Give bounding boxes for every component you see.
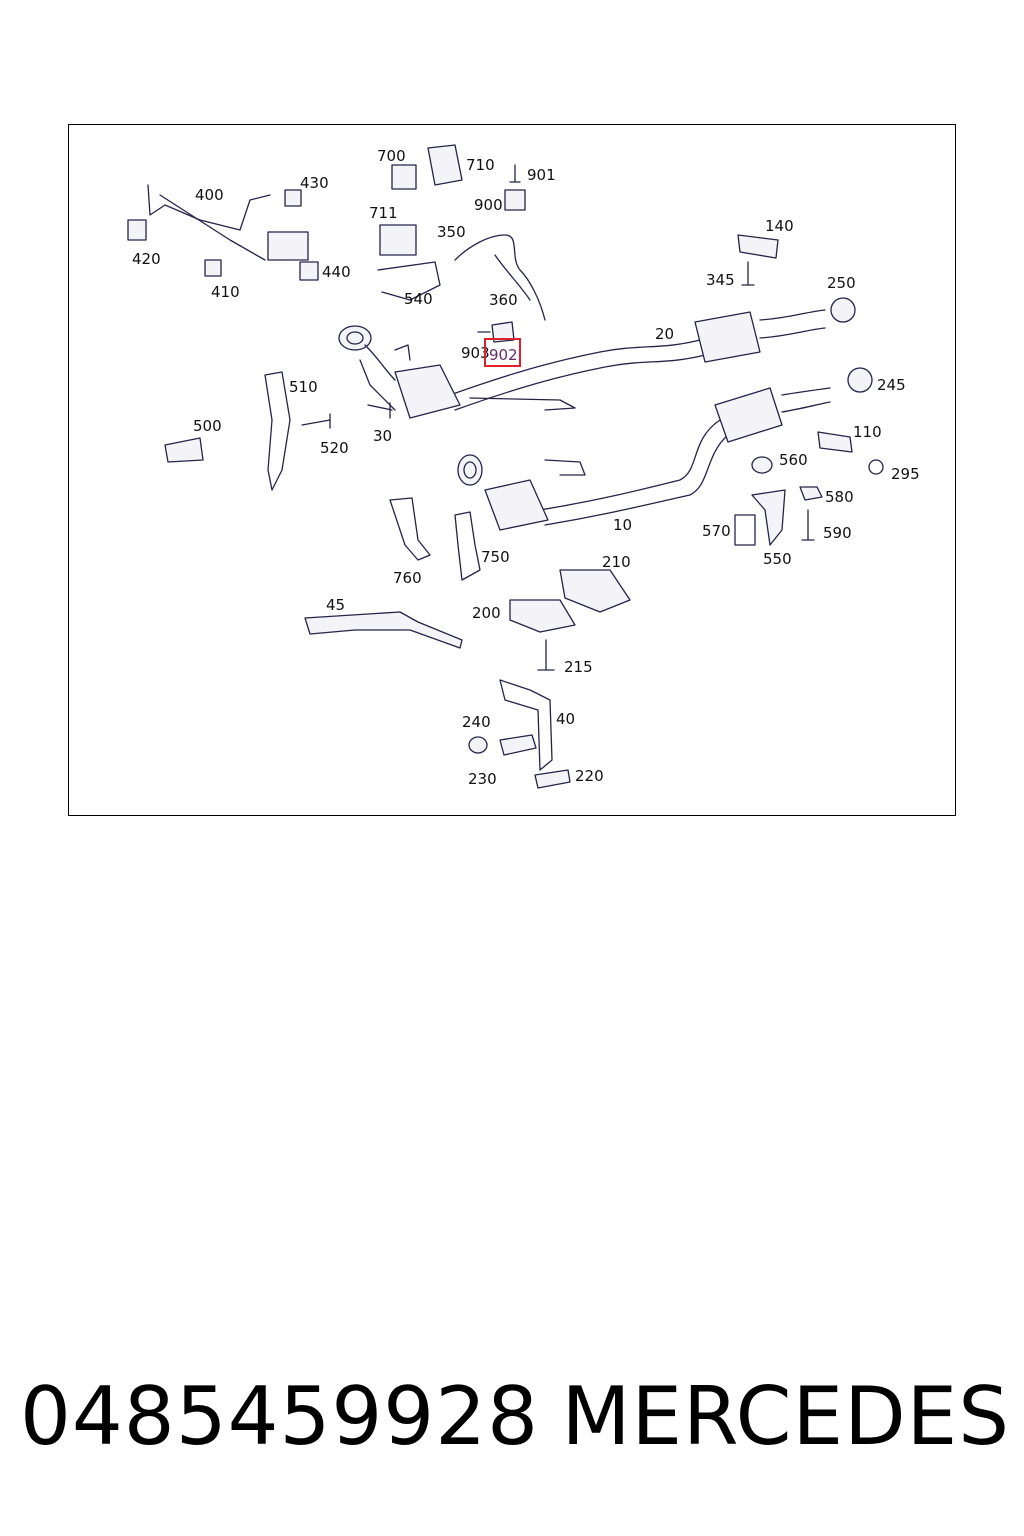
- label-590: 590: [823, 524, 852, 542]
- label-350: 350: [437, 223, 466, 241]
- label-903: 903: [461, 344, 490, 362]
- label-760: 760: [393, 569, 422, 587]
- bracket-40: [468, 679, 571, 789]
- label-520: 520: [320, 439, 349, 457]
- exhaust-pipe-10: [457, 387, 831, 531]
- label-200: 200: [472, 604, 501, 622]
- label-440: 440: [322, 263, 351, 281]
- label-245: 245: [877, 376, 906, 394]
- bracket-group-400: [127, 184, 319, 281]
- catalytic-converter-front: [338, 325, 576, 419]
- label-570: 570: [702, 522, 731, 540]
- label-700: 700: [377, 147, 406, 165]
- brace-45: [304, 611, 463, 649]
- label-900: 900: [474, 196, 503, 214]
- label-750: 750: [481, 548, 510, 566]
- label-410: 410: [211, 283, 240, 301]
- label-580: 580: [825, 488, 854, 506]
- label-901: 901: [527, 166, 556, 184]
- label-902: 902: [489, 346, 518, 364]
- label-110: 110: [853, 423, 882, 441]
- part-number: 0485459928: [20, 1370, 539, 1463]
- label-345: 345: [706, 271, 735, 289]
- label-711: 711: [369, 204, 398, 222]
- oxygen-sensor-group: [454, 164, 546, 343]
- label-210: 210: [602, 553, 631, 571]
- label-420: 420: [132, 250, 161, 268]
- bracket-510: [164, 371, 393, 491]
- bracket-760: [389, 497, 481, 581]
- footer: 0485459928 MERCEDES: [20, 1372, 1010, 1462]
- hanger-group-550: [734, 431, 884, 546]
- highlight-box: [484, 338, 521, 367]
- brand-name: MERCEDES: [561, 1370, 1010, 1463]
- label-540: 540: [404, 290, 433, 308]
- label-710: 710: [466, 156, 495, 174]
- label-140: 140: [765, 217, 794, 235]
- label-360: 360: [489, 291, 518, 309]
- label-400: 400: [195, 186, 224, 204]
- label-295: 295: [891, 465, 920, 483]
- label-220: 220: [575, 767, 604, 785]
- label-560: 560: [779, 451, 808, 469]
- label-240: 240: [462, 713, 491, 731]
- exhaust-pipe-20: [449, 309, 826, 411]
- hanger-140: [737, 234, 873, 393]
- label-510: 510: [289, 378, 318, 396]
- label-10: 10: [613, 516, 632, 534]
- label-40: 40: [556, 710, 575, 728]
- mount-200: [509, 569, 631, 671]
- callout-labels: 700 710 901 430 400 900 711 350 420 440 …: [132, 147, 920, 788]
- label-215: 215: [564, 658, 593, 676]
- label-500: 500: [193, 417, 222, 435]
- label-230: 230: [468, 770, 497, 788]
- clamp-group-700: [377, 144, 463, 301]
- label-250: 250: [827, 274, 856, 292]
- label-30: 30: [373, 427, 392, 445]
- label-550: 550: [763, 550, 792, 568]
- diagram-frame: [68, 124, 956, 816]
- label-45: 45: [326, 596, 345, 614]
- label-20: 20: [655, 325, 674, 343]
- label-430: 430: [300, 174, 329, 192]
